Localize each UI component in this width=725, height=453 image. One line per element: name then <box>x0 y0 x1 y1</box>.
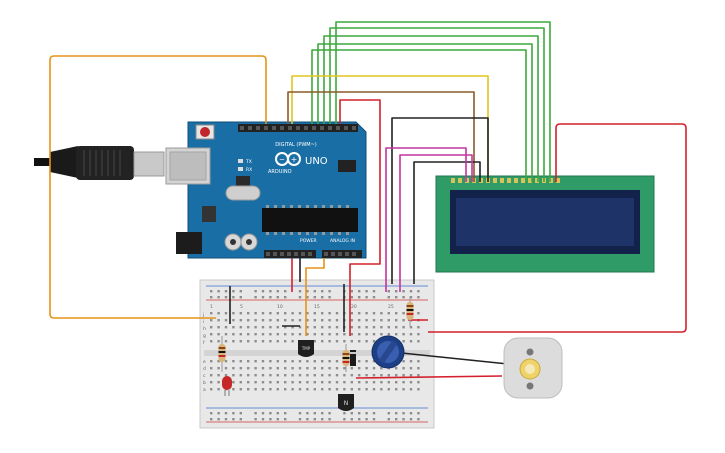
svg-text:−: − <box>279 156 285 164</box>
atmega-chip <box>262 208 358 232</box>
usb-plug-shield <box>133 151 165 177</box>
tmp-sensor-label: TMP <box>301 346 311 351</box>
wire-green-3 <box>323 35 539 182</box>
wire-black-lcd-1 <box>391 117 489 284</box>
svg-text:e: e <box>203 360 206 365</box>
svg-text:i: i <box>203 319 204 325</box>
wire-orange-gnd <box>49 55 267 319</box>
svg-text:h: h <box>203 326 206 332</box>
svg-text:g: g <box>203 334 206 339</box>
tx-label: TX <box>245 159 252 165</box>
usb-cable-tail <box>34 158 52 166</box>
resistor-led[interactable] <box>218 336 226 372</box>
svg-text:1: 1 <box>210 304 213 310</box>
crystal <box>225 185 261 201</box>
diode[interactable] <box>350 350 356 366</box>
wire-orange-a0 <box>305 258 325 336</box>
breadboard-center-channel <box>204 350 430 356</box>
svg-text:c: c <box>203 374 206 379</box>
wire-magenta-2 <box>399 154 473 292</box>
wire-brown <box>287 91 475 182</box>
svg-text:d: d <box>203 366 206 372</box>
wire-green-1 <box>311 49 527 182</box>
svg-text:j: j <box>202 312 204 318</box>
dc-motor[interactable] <box>503 337 563 399</box>
svg-text:b: b <box>203 380 206 386</box>
resistor-transistor[interactable] <box>342 344 350 372</box>
wire-black-motor <box>391 351 509 365</box>
small-chip <box>236 176 250 186</box>
svg-text:+: + <box>291 155 298 164</box>
wire-red-motor <box>355 375 503 379</box>
lcd-screen <box>456 198 634 246</box>
rx-label: RX <box>246 167 252 173</box>
resistor-lcd[interactable] <box>406 296 414 326</box>
wire-green-5 <box>335 21 551 182</box>
reset-button[interactable] <box>200 127 210 137</box>
wires <box>49 21 687 379</box>
usb-cable[interactable] <box>34 146 165 180</box>
usb-strain-relief <box>50 146 78 178</box>
svg-text:f: f <box>203 340 205 346</box>
svg-text:15: 15 <box>314 304 320 310</box>
power-jack <box>176 232 202 254</box>
brand-label: ARDUINO <box>268 169 292 175</box>
icsp-header <box>338 160 356 172</box>
arduino-logo: − + UNO ARDUINO <box>268 152 328 175</box>
npn-transistor[interactable]: N <box>338 394 354 411</box>
wire-black-lcd-2 <box>413 161 481 284</box>
red-led[interactable] <box>222 376 232 396</box>
temperature-sensor[interactable]: TMP <box>298 340 314 357</box>
svg-text:10: 10 <box>277 304 283 310</box>
digital-header-label: DIGITAL (PWM~) <box>275 142 317 148</box>
svg-text:20: 20 <box>351 304 357 310</box>
svg-text:5: 5 <box>240 304 243 310</box>
potentiometer[interactable] <box>371 335 405 369</box>
breadboard-row-numbers: 1 5 10 15 20 25 <box>210 304 394 310</box>
voltage-regulator <box>202 206 216 222</box>
wire-red-lcd-power <box>428 123 687 333</box>
arduino-uno-board[interactable]: DIGITAL (PWM~) − + UNO ARDUINO TX RX <box>165 121 367 259</box>
analog-label: ANALOG IN <box>330 238 355 244</box>
board-model-label: UNO <box>305 156 328 167</box>
breadboard-column-letters: j i h g f e d c b a <box>202 312 206 393</box>
wire-red-digital <box>339 99 381 336</box>
wire-green-2 <box>317 43 533 182</box>
lcd-display[interactable] <box>435 175 655 273</box>
wire-magenta-1 <box>385 147 467 292</box>
power-label: POWER <box>300 238 317 244</box>
transistor-label: N <box>344 400 349 407</box>
svg-text:a: a <box>203 388 206 393</box>
svg-text:25: 25 <box>388 304 394 310</box>
